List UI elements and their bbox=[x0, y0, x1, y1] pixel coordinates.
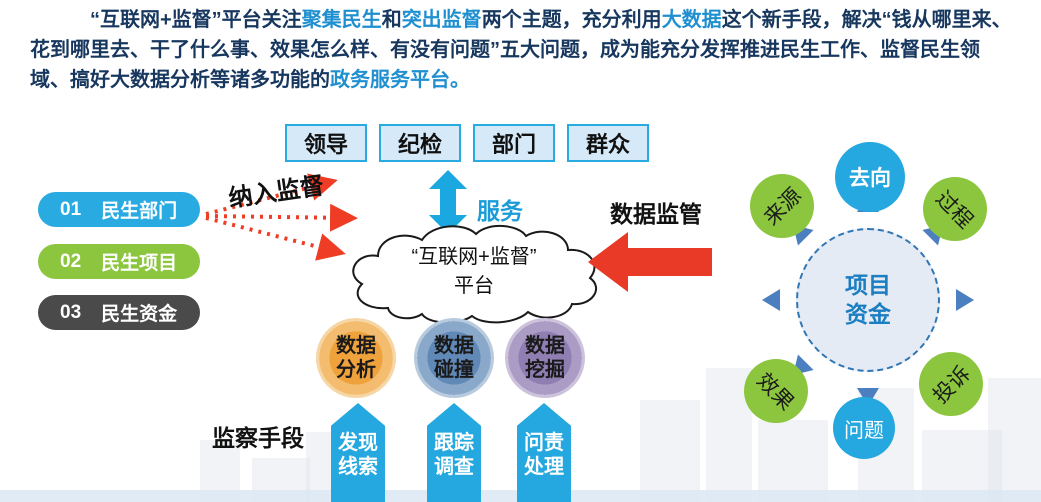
satellite-destination: 去向 bbox=[835, 142, 905, 212]
pentagon-text: 线索 bbox=[338, 456, 378, 478]
circle-text: 碰撞 bbox=[434, 359, 474, 381]
cloud-title-line1: “互联网+监督” bbox=[411, 246, 537, 268]
data-regulation-label: 数据监管 bbox=[610, 201, 702, 227]
pentagon-text: 跟踪 bbox=[434, 432, 474, 454]
circle-text: 数据 bbox=[336, 335, 376, 357]
project-funds-hub: 项目 资金 去向 来源 过程 效果 投诉 问题 bbox=[740, 142, 1041, 472]
audience-box-public: 群众 bbox=[567, 124, 649, 162]
satellite-label: 去向 bbox=[849, 167, 891, 190]
service-label: 服务 bbox=[477, 198, 523, 224]
hub-arrow-east-icon bbox=[956, 289, 974, 311]
supervision-means-label: 监察手段 bbox=[212, 425, 304, 451]
cloud-title-line2: 平台 bbox=[454, 275, 494, 297]
cloud-platform-title: “互联网+监督” 平台 bbox=[345, 243, 603, 301]
pentagon-arrow-track-investigate: 跟踪 调查 bbox=[427, 403, 481, 502]
pill-number: 01 bbox=[60, 198, 82, 220]
satellite-label: 投诉 bbox=[929, 362, 976, 409]
pentagon-text: 发现 bbox=[338, 432, 378, 454]
hub-center-line1: 项目 bbox=[845, 272, 891, 298]
pill-livelihood-projects: 02 民生项目 bbox=[38, 244, 200, 279]
intro-highlight: 聚集民生 bbox=[301, 9, 382, 31]
circle-text: 数据 bbox=[525, 335, 565, 357]
audience-box-discipline: 纪检 bbox=[379, 124, 461, 162]
process-circle-data-analysis: 数据 分析 bbox=[316, 318, 396, 398]
intro-text: 和 bbox=[381, 9, 402, 31]
satellite-problems: 问题 bbox=[833, 397, 895, 459]
satellite-source: 来源 bbox=[750, 174, 814, 238]
satellite-label: 来源 bbox=[760, 184, 807, 231]
pentagon-arrow-find-clues: 发现 线索 bbox=[331, 403, 385, 502]
pentagon-arrow-accountability: 问责 处理 bbox=[517, 403, 571, 502]
intro-text: 两个主题，充分利用 bbox=[481, 9, 662, 31]
intro-highlight: 突出监督 bbox=[401, 9, 482, 31]
process-circle-data-mining: 数据 挖掘 bbox=[505, 318, 585, 398]
pill-livelihood-departments: 01 民生部门 bbox=[38, 192, 200, 227]
intro-text: “互联网+监督”平台关注 bbox=[90, 9, 302, 31]
building-silhouette bbox=[640, 400, 700, 502]
satellite-label: 过程 bbox=[930, 187, 977, 234]
audience-row: 领导 纪检 部门 群众 bbox=[285, 124, 649, 162]
satellite-effect: 效果 bbox=[744, 359, 808, 423]
hub-center-project-funds: 项目 资金 bbox=[796, 228, 940, 372]
pill-label: 民生项目 bbox=[101, 253, 178, 274]
audience-box-departments: 部门 bbox=[473, 124, 555, 162]
satellite-label: 效果 bbox=[751, 369, 798, 416]
audience-box-leaders: 领导 bbox=[285, 124, 367, 162]
pill-number: 03 bbox=[60, 301, 82, 323]
building-silhouette bbox=[758, 420, 828, 502]
intro-text: 这个新手段，解决“钱从哪里来、花到哪里去、干了什么事、效果怎么样、有没有问题”五… bbox=[30, 9, 1012, 91]
pill-livelihood-funds: 03 民生资金 bbox=[38, 295, 200, 330]
cloud-platform-icon bbox=[352, 225, 597, 324]
process-circle-data-collision: 数据 碰撞 bbox=[414, 318, 494, 398]
pill-number: 02 bbox=[60, 250, 82, 272]
hub-arrow-west-icon bbox=[762, 289, 780, 311]
intro-highlight: 政务服务平台。 bbox=[330, 69, 470, 91]
hub-center-line2: 资金 bbox=[845, 301, 891, 327]
satellite-label: 问题 bbox=[844, 419, 884, 442]
circle-text: 分析 bbox=[336, 359, 376, 381]
pentagon-text: 处理 bbox=[524, 456, 564, 478]
pentagon-text: 问责 bbox=[524, 432, 564, 454]
satellite-process: 过程 bbox=[923, 177, 987, 241]
intro-paragraph: “互联网+监督”平台关注聚集民生和突出监督两个主题，充分利用大数据这个新手段，解… bbox=[30, 5, 1015, 95]
circle-text: 数据 bbox=[434, 335, 474, 357]
satellite-complaints: 投诉 bbox=[919, 352, 983, 416]
red-dotted-arrows-icon bbox=[205, 173, 358, 261]
circle-text: 挖掘 bbox=[525, 359, 565, 381]
pentagon-text: 调查 bbox=[434, 456, 474, 478]
red-left-arrow-icon bbox=[588, 232, 712, 292]
building-silhouette bbox=[988, 378, 1041, 502]
service-double-arrow-icon bbox=[429, 170, 467, 234]
pill-label: 民生资金 bbox=[101, 304, 178, 325]
pill-label: 民生部门 bbox=[101, 201, 178, 222]
intro-highlight: 大数据 bbox=[661, 9, 722, 31]
